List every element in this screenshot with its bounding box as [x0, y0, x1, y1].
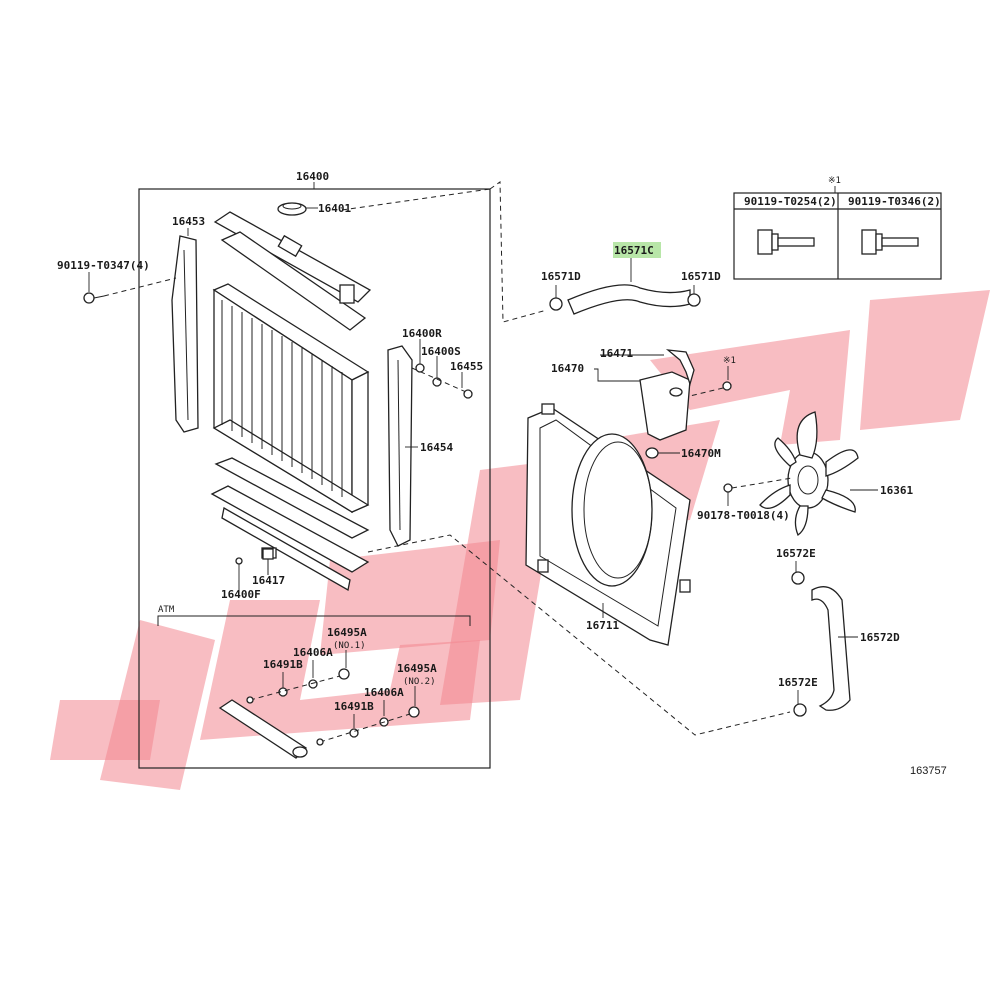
bolt-table-col2: 90119-T0346(2) — [848, 195, 941, 208]
radiator-core — [212, 283, 370, 514]
note-1-mark: ※1 — [723, 356, 736, 366]
label-16495a-1: 16495A — [327, 626, 367, 639]
label-16455: 16455 — [450, 360, 483, 373]
label-16401: 16401 — [318, 202, 351, 215]
atm-bracket — [157, 615, 471, 626]
label-16400r: 16400R — [402, 327, 442, 340]
catalog-number: 163757 — [910, 765, 947, 777]
label-no2: (NO.2) — [403, 677, 436, 687]
cooling-fan — [759, 411, 859, 537]
coolant-reservoir — [639, 371, 691, 441]
part-16406a-1 — [308, 679, 318, 689]
label-16400s: 16400S — [421, 345, 461, 358]
fan-nut — [723, 483, 733, 493]
label-16471: 16471 — [600, 347, 633, 360]
hose-clamp-left — [549, 297, 563, 311]
radiator-cap — [277, 202, 307, 216]
label-16470m: 16470M — [681, 447, 721, 460]
label-16417: 16417 — [252, 574, 285, 587]
part-16470m — [645, 447, 659, 459]
label-16571d-left: 16571D — [541, 270, 581, 283]
label-16572e-top: 16572E — [776, 547, 816, 560]
label-16495a-2: 16495A — [397, 662, 437, 675]
part-16495a-1 — [338, 668, 350, 680]
label-90178-t0018: 90178-T0018(4) — [697, 509, 790, 522]
bolt-table-note: ※1 — [828, 176, 841, 186]
side-bracket-left — [171, 235, 199, 433]
label-16470: 16470 — [551, 362, 584, 375]
radiator-assembly-box — [138, 188, 491, 769]
flange-bolt-icon-2 — [861, 229, 919, 255]
bolt-table — [733, 192, 942, 280]
hose-clamp-lower-bottom — [793, 703, 807, 717]
label-16453: 16453 — [172, 215, 205, 228]
fan-shroud — [525, 403, 691, 646]
label-16571d-right: 16571D — [681, 270, 721, 283]
reservoir-hose-fitting — [665, 349, 695, 387]
label-16406a-2: 16406A — [364, 686, 404, 699]
label-16571c: 16571C — [614, 244, 654, 257]
label-16711: 16711 — [586, 619, 619, 632]
label-90119-t0347: 90119-T0347(4) — [57, 259, 150, 272]
part-16455 — [463, 389, 473, 399]
oil-cooler-pipe — [218, 699, 308, 759]
hose-clamp-right — [687, 293, 701, 307]
label-16361: 16361 — [880, 484, 913, 497]
label-16572e-bottom: 16572E — [778, 676, 818, 689]
label-16406a-1: 16406A — [293, 646, 333, 659]
bolt-table-col1: 90119-T0254(2) — [744, 195, 837, 208]
label-16491b-2: 16491B — [334, 700, 374, 713]
label-16400f: 16400F — [221, 588, 261, 601]
upper-tank — [213, 211, 372, 331]
label-16491b-1: 16491B — [263, 658, 303, 671]
drain-cock — [262, 548, 274, 575]
label-no1: (NO.1) — [333, 641, 366, 651]
reservoir-bolt — [722, 381, 732, 391]
hose-clamp-lower-top — [791, 571, 805, 585]
part-16495a-2 — [408, 706, 420, 718]
label-16400: 16400 — [296, 170, 329, 183]
lower-radiator-hose — [811, 586, 851, 711]
side-bracket-right — [387, 345, 413, 547]
label-16572d: 16572D — [860, 631, 900, 644]
upper-radiator-hose — [567, 284, 691, 315]
part-16400f — [235, 557, 243, 565]
bolt-90119-t0347 — [83, 292, 105, 304]
flange-bolt-icon-1 — [757, 229, 815, 255]
label-16454: 16454 — [420, 441, 453, 454]
part-16400r — [415, 363, 425, 373]
label-atm: ATM — [158, 605, 175, 615]
lower-seal — [214, 457, 370, 539]
highlight-16571c — [613, 242, 661, 258]
